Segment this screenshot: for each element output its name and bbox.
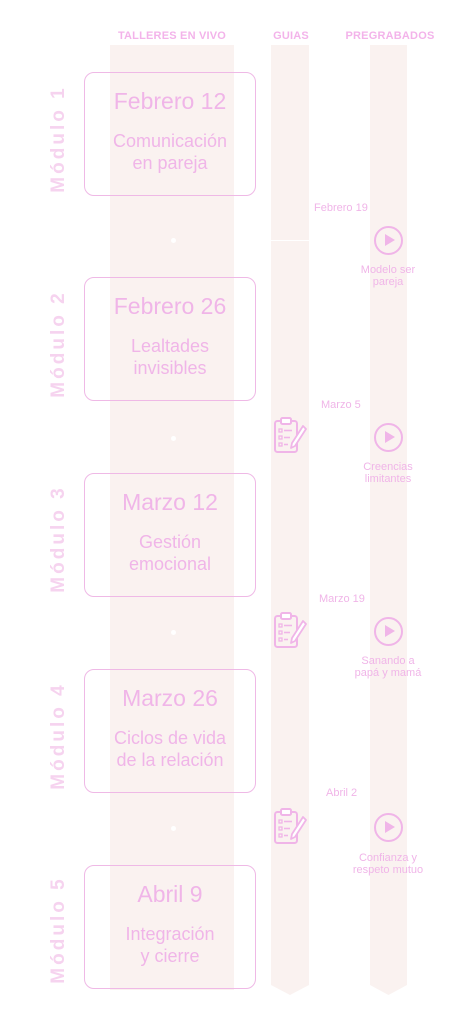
module-title: Gestión emocional [128,532,212,574]
header-live-workshops: TALLERES EN VIVO [117,30,227,42]
module-title: Ciclos de vida de la relación [113,728,227,770]
track-guides [271,45,309,995]
module-title: Comunicación en pareja [112,131,228,173]
module-label-1: Módulo 1 [48,85,69,193]
clipboard-checklist-icon[interactable] [273,416,307,456]
track-live [110,45,234,990]
header-guides: GUIAS [273,30,309,42]
connector-dot [171,436,176,441]
module-label-4: Módulo 4 [48,682,69,790]
connector-line [271,240,311,241]
module-label-2: Módulo 2 [48,290,69,398]
recording-date: Febrero 19 [314,202,368,214]
module-date: Febrero 12 [113,88,227,114]
module-date: Febrero 26 [113,293,227,319]
module-card-5[interactable]: Abril 9 Integración y cierre [84,865,256,989]
module-card-1[interactable]: Febrero 12 Comunicación en pareja [84,72,256,196]
track-recorded [370,45,407,995]
connector-dot [171,826,176,831]
module-label-5: Módulo 5 [48,876,69,984]
connector-dot [171,238,176,243]
play-circle-icon[interactable] [374,813,403,842]
play-circle-icon[interactable] [374,617,403,646]
header-recorded: PREGRABADOS [345,30,435,42]
recording-title: Modelo ser pareja [360,264,416,288]
recording-date: Marzo 19 [319,593,365,605]
clipboard-checklist-icon[interactable] [273,807,307,847]
module-label-3: Módulo 3 [48,485,69,593]
connector-dot [171,630,176,635]
module-card-2[interactable]: Febrero 26 Lealtades invisibles [84,277,256,401]
recording-title: Creencias limitantes [363,461,413,485]
recording-date: Abril 2 [326,787,358,799]
play-circle-icon[interactable] [374,226,403,255]
clipboard-checklist-icon[interactable] [273,611,307,651]
module-date: Marzo 12 [122,489,218,515]
module-card-4[interactable]: Marzo 26 Ciclos de vida de la relación [84,669,256,793]
module-title: Integración y cierre [125,924,215,966]
play-circle-icon[interactable] [374,423,403,452]
module-date: Abril 9 [137,881,203,907]
module-card-3[interactable]: Marzo 12 Gestión emocional [84,473,256,597]
recording-date: Marzo 5 [321,399,361,411]
recording-title: Sanando a papá y mamá [354,655,422,679]
module-date: Marzo 26 [122,685,218,711]
recording-title: Confianza y respeto mutuo [352,852,424,876]
module-title: Lealtades invisibles [130,336,210,378]
